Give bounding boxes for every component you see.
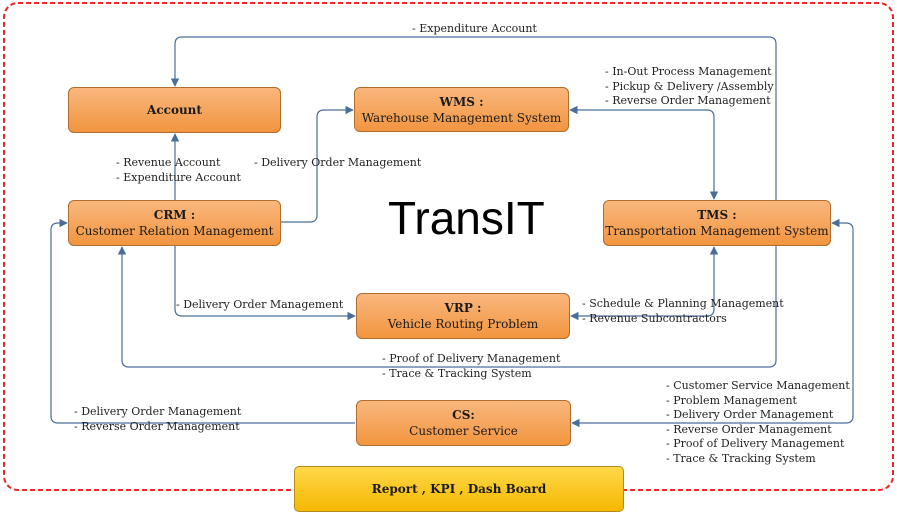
account-box: Account [68, 87, 281, 133]
label-line: - Delivery Order Management [74, 405, 242, 418]
label-line: - Delivery Order Management [666, 408, 834, 421]
label-line: - Problem Management [666, 393, 797, 407]
account-title: Account [147, 103, 202, 117]
label-line: - Expenditure Account [412, 22, 537, 35]
report-title: Report , KPI , Dash Board [371, 482, 547, 496]
label-line: - In-Out Process Management [605, 65, 772, 78]
label-line: - Reverse Order Management [74, 419, 240, 433]
wms-subtitle: Warehouse Management System [361, 110, 562, 125]
connector-tms-to-cs [571, 218, 854, 428]
label-cs-crm: - Delivery Order Management - Reverse Or… [74, 405, 241, 434]
cs-box: CS: Customer Service [356, 400, 571, 446]
label-line: - Customer Service Management [666, 379, 850, 392]
cs-title: CS: [452, 408, 475, 422]
connector-cs-to-crm [50, 218, 355, 424]
label-line: - Schedule & Planning Management [582, 297, 784, 310]
label-wms-tms: - In-Out Process Management - Pickup & D… [605, 65, 774, 109]
vrp-subtitle: Vehicle Routing Problem [387, 317, 539, 331]
connector-crm-to-vrp [174, 246, 356, 321]
label-line: - Proof of Delivery Management [382, 352, 561, 365]
label-expenditure-top: - Expenditure Account [412, 22, 537, 37]
label-crm-wms: - Delivery Order Management [254, 156, 421, 171]
label-line: - Reverse Order Management [666, 422, 832, 436]
tms-title: TMS : [697, 208, 737, 222]
label-crm-account: - Revenue Account - Expenditure Account [116, 156, 241, 185]
label-line: - Delivery Order Management [254, 156, 422, 169]
label-line: - Delivery Order Management [176, 298, 344, 311]
vrp-box: VRP : Vehicle Routing Problem [356, 293, 570, 339]
label-line: - Proof of Delivery Management [666, 437, 845, 450]
tms-box: TMS : Transportation Management System [603, 200, 831, 246]
wms-title: WMS : [439, 94, 484, 109]
report-box: Report , KPI , Dash Board [294, 466, 624, 512]
crm-title: CRM : [153, 208, 196, 222]
label-line: - Trace & Tracking System [382, 366, 532, 380]
label-crm-vrp: - Delivery Order Management [176, 298, 343, 313]
wms-box: WMS : Warehouse Management System [354, 87, 569, 132]
connector-crm-to-wms [281, 105, 354, 223]
label-vrp-tms: - Schedule & Planning Management - Reven… [582, 297, 784, 326]
label-line: - Reverse Order Management [605, 94, 771, 107]
crm-box: CRM : Customer Relation Management [68, 200, 281, 246]
label-line: - Trace & Tracking System [666, 451, 816, 465]
diagram-title: TransIT [388, 192, 545, 244]
vrp-title: VRP : [444, 301, 482, 315]
label-line: - Revenue Account [116, 156, 221, 169]
connector-tms-to-account [170, 36, 777, 200]
crm-subtitle: Customer Relation Management [75, 224, 274, 238]
tms-subtitle: Transportation Management System [605, 224, 829, 238]
label-line: - Pickup & Delivery /Assembly [605, 79, 774, 93]
connector-wms-tms [569, 105, 719, 200]
label-tms-crm: - Proof of Delivery Management - Trace &… [382, 352, 560, 381]
cs-subtitle: Customer Service [409, 424, 518, 438]
label-cs-tms: - Customer Service Management - Problem … [666, 379, 850, 466]
label-line: - Revenue Subcontractors [582, 311, 727, 325]
label-line: - Expenditure Account [116, 170, 241, 184]
